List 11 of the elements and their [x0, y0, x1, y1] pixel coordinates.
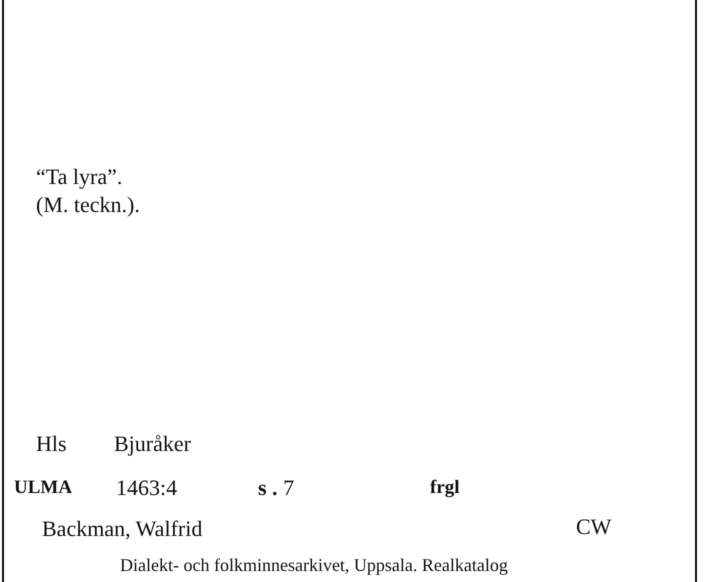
parish-code: Hls	[36, 432, 67, 456]
place-name: Bjuråker	[114, 432, 191, 456]
record-number: 1463:4	[116, 476, 178, 500]
archive-code: ULMA	[14, 478, 72, 499]
archive-footer: Dialekt- och folkminnesarkivet, Uppsala. Realkatalog	[120, 556, 508, 576]
initials: CW	[576, 515, 612, 540]
category-code: frgl	[430, 478, 460, 499]
title-text: “Ta lyra”.	[36, 165, 122, 190]
note-text: (M. teckn.).	[36, 193, 140, 218]
collector-name: Backman, Walfrid	[42, 517, 202, 542]
page-number: s . 7	[258, 476, 294, 500]
